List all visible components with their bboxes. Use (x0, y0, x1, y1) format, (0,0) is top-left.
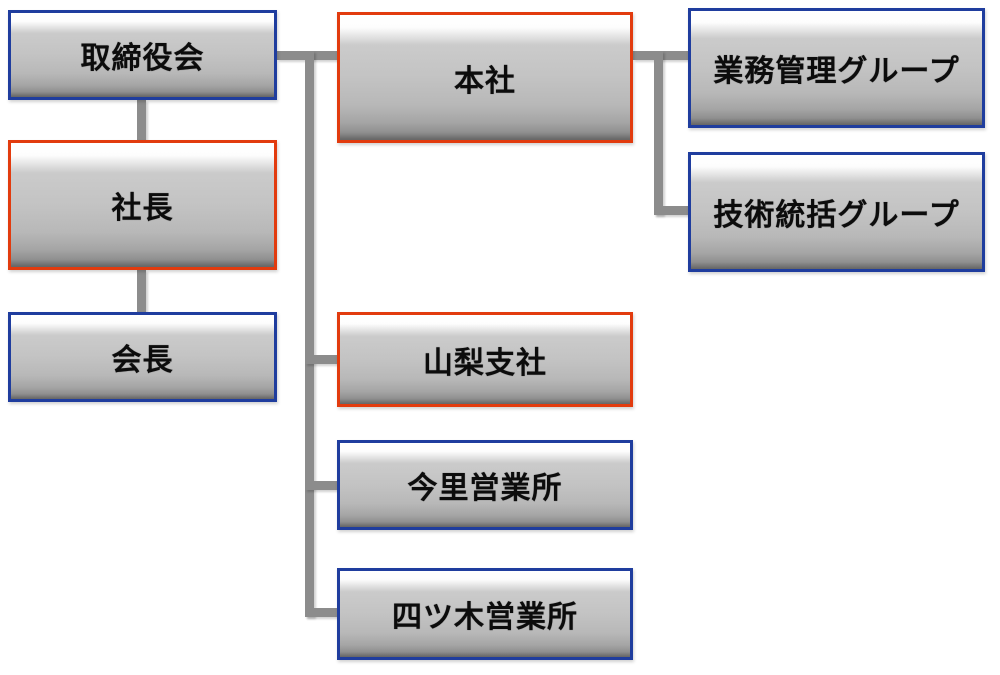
org-box-technical-supervision-group: 技術統括グループ (688, 152, 985, 272)
org-box-imazato-sales-office: 今里営業所 (337, 440, 633, 530)
org-box-business-management-group: 業務管理グループ (688, 8, 985, 128)
org-box-label: 四ツ木営業所 (392, 601, 578, 634)
org-box-label: 会長 (111, 344, 174, 377)
org-box-label: 取締役会 (80, 42, 205, 75)
connector-branch-yotsugi (305, 608, 337, 617)
connector-branch-imazato (305, 481, 337, 490)
connector-groups-vertical (654, 51, 663, 215)
org-box-head-office: 本社 (337, 12, 633, 143)
org-box-label: 技術統括グループ (713, 199, 960, 232)
connector-board-to-president (137, 100, 146, 140)
org-box-label: 社長 (111, 192, 174, 225)
connector-branch-technical-group (654, 206, 688, 215)
org-box-label: 山梨支社 (423, 346, 547, 380)
connector-president-to-chairman (137, 270, 146, 312)
connector-branch-yamanashi (305, 355, 337, 364)
org-box-yotsugi-sales-office: 四ツ木営業所 (337, 568, 633, 660)
org-box-board-of-directors: 取締役会 (8, 10, 277, 100)
org-box-president: 社長 (8, 140, 277, 270)
org-box-yamanashi-branch: 山梨支社 (337, 312, 633, 407)
connector-trunk-vertical (305, 51, 314, 617)
org-box-label: 業務管理グループ (713, 55, 960, 88)
org-box-chairman: 会長 (8, 312, 277, 402)
org-box-label: 本社 (454, 64, 516, 98)
org-box-label: 今里営業所 (407, 472, 563, 505)
